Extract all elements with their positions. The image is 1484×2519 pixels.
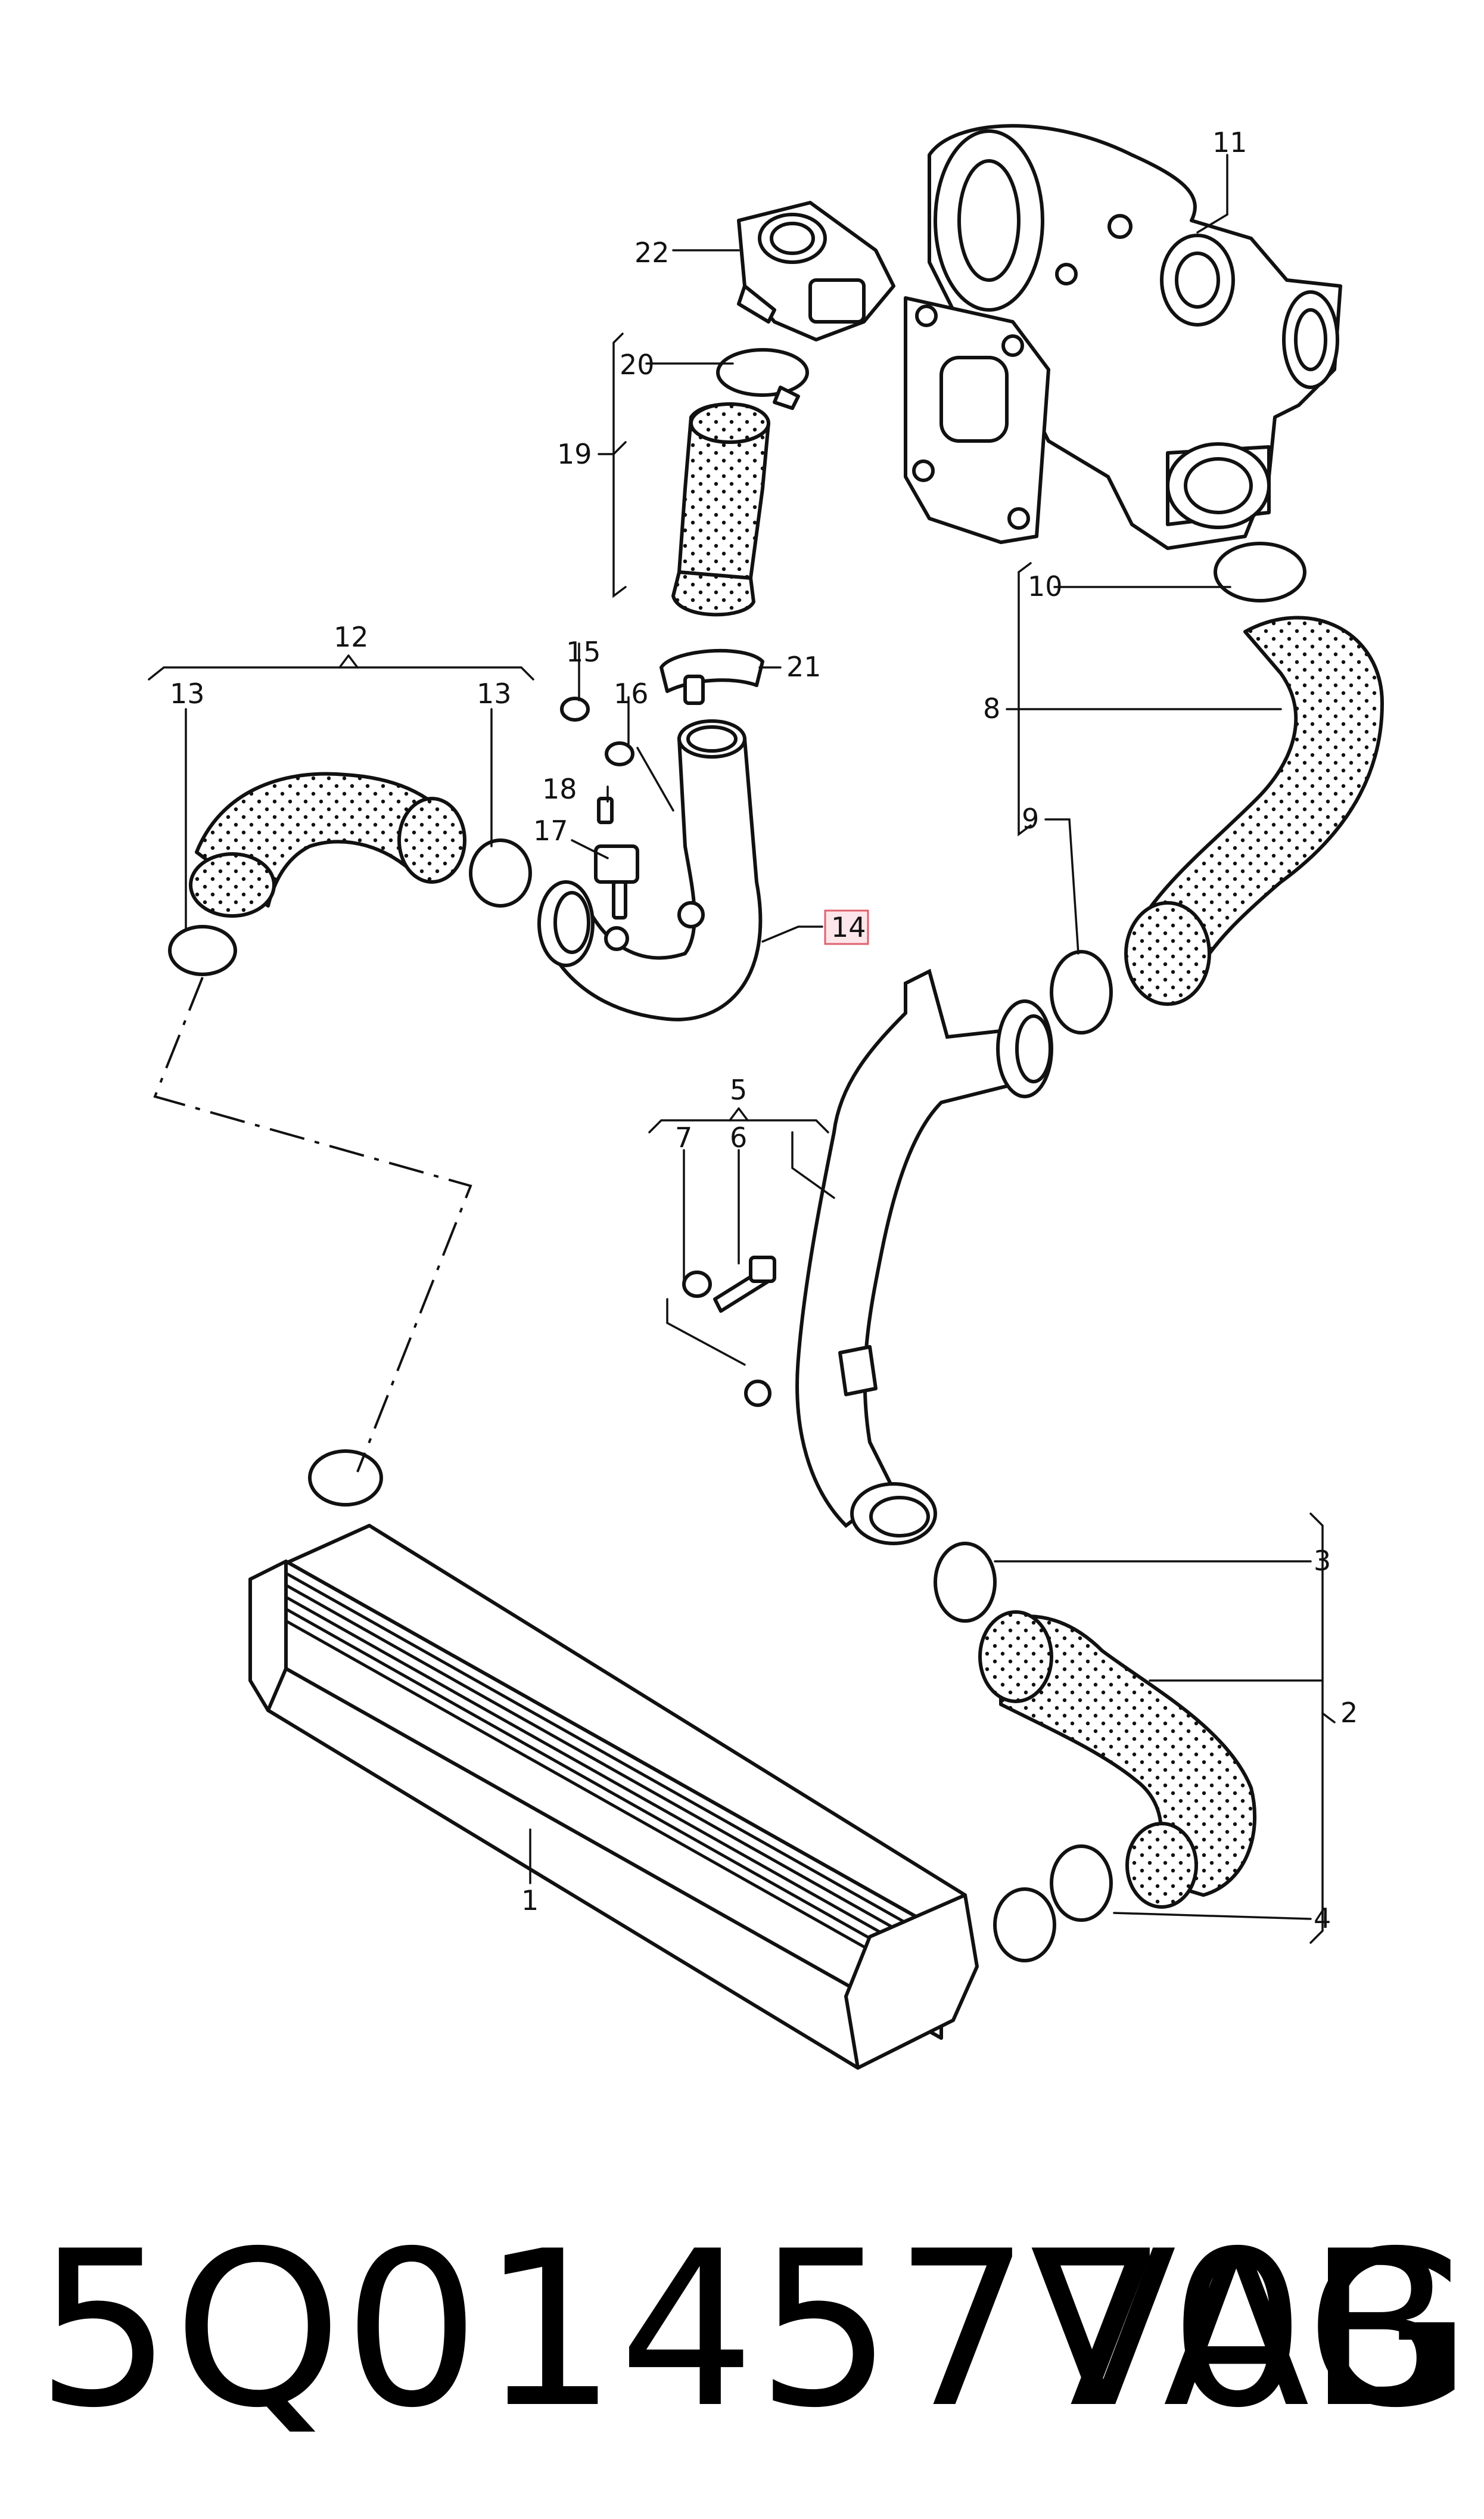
hose-clamp-9: [1050, 950, 1113, 1035]
parts-diagram: 11 22 20 19 10 21 15 12 13 13 16 8 18 9 …: [148, 124, 1384, 2070]
callout-18: 18: [542, 773, 577, 805]
throttle-body: [737, 201, 895, 341]
callout-14: 14: [831, 911, 866, 943]
callout-21: 21: [786, 651, 822, 683]
callout-15: 15: [566, 636, 601, 668]
bolt-6-nut-7: [682, 1256, 776, 1313]
part-number: 5Q0145770B: [36, 2205, 1455, 2455]
callout-7: 7: [675, 1122, 692, 1154]
leader-lines: [148, 154, 1336, 1944]
charge-pipe-5: [744, 968, 1053, 1545]
callout-8: 8: [983, 692, 1000, 725]
callout-4: 4: [1314, 1902, 1331, 1934]
hose-clamp-20: [716, 348, 809, 397]
callout-9: 9: [1022, 803, 1039, 835]
hose-clamp-4: [1050, 1844, 1113, 1922]
callout-20: 20: [620, 349, 655, 381]
callout-3: 3: [1314, 1545, 1331, 1577]
callout-5: 5: [730, 1074, 747, 1106]
callout-16: 16: [614, 678, 649, 710]
callout-22: 22: [634, 237, 670, 269]
connection-line-upper: [153, 977, 472, 1473]
clamp-21: [659, 648, 764, 705]
callout-11: 11: [1212, 126, 1247, 159]
fasteners-15-18: [560, 697, 639, 920]
callout-6: 6: [730, 1122, 747, 1154]
hose-2: [934, 1542, 1257, 1922]
callout-2: 2: [1340, 1697, 1358, 1729]
hose-clamp-3: [934, 1542, 997, 1623]
footer: 5Q0145770B VAG: [0, 2205, 1484, 2455]
hose-8: [1050, 542, 1384, 1035]
charge-pipe-14: [537, 719, 763, 1021]
hose-clamp-10: [1214, 542, 1306, 602]
callout-12: 12: [334, 621, 369, 653]
callout-13-left: 13: [170, 678, 205, 710]
callout-1: 1: [521, 1884, 539, 1917]
intercooler: [248, 1449, 1056, 2070]
hose-clamp-13-left: [168, 925, 237, 976]
callout-13-right: 13: [477, 678, 512, 710]
turbocharger: [904, 124, 1342, 550]
hose-clamp-13-right: [469, 838, 532, 908]
callout-14-highlight: 14: [824, 909, 869, 945]
callout-19: 19: [557, 438, 592, 470]
callout-10: 10: [1028, 570, 1063, 602]
brand-name: VAG: [1029, 2205, 1472, 2455]
hose-12: [168, 772, 532, 976]
callout-17: 17: [533, 815, 568, 847]
callout-labels: 11 22 20 19 10 21 15 12 13 13 16 8 18 9 …: [170, 126, 1358, 1934]
